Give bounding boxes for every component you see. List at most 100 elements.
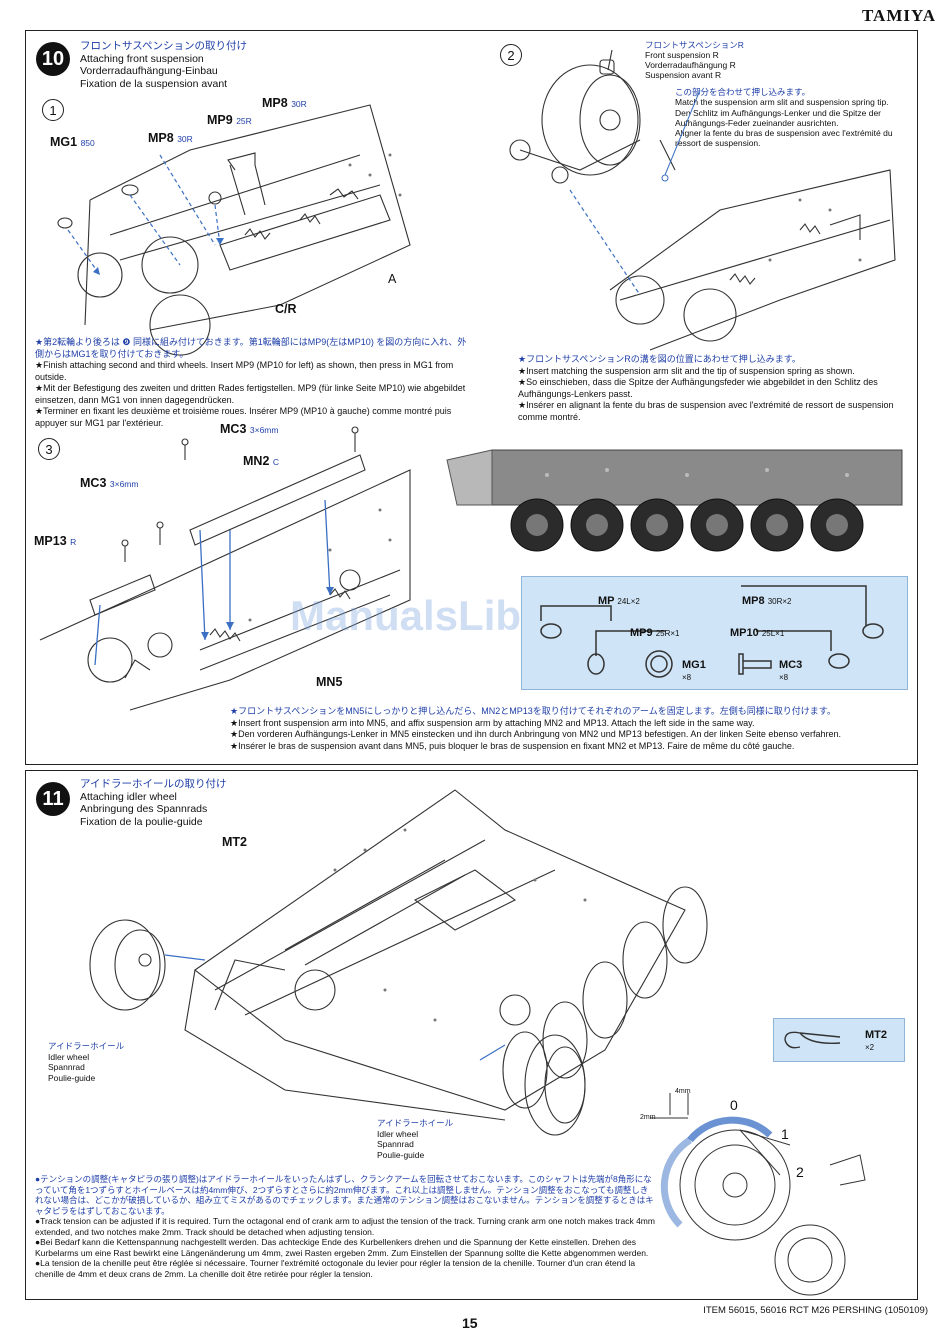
- idler-right-en: Idler wheel: [377, 1128, 419, 1139]
- sub3-note-fr: ★Insérer le bras de suspension avant dan…: [230, 740, 795, 751]
- label-mt2: MT2: [222, 835, 247, 849]
- label-mn2-text: MN2: [243, 454, 270, 468]
- label-mc3-b-text: MC3: [80, 476, 107, 490]
- part-mp8-name: MP8: [742, 595, 765, 607]
- step-11-note: ●テンションの調整(キャタピラの張り調整)はアイドラーホイールをいったんはずし、…: [35, 1174, 655, 1279]
- part-mt2-count: ×2: [865, 1043, 875, 1052]
- label-mc3-a-num: 3×6mm: [249, 425, 279, 435]
- chassis-photo: [446, 449, 903, 552]
- part-mc3: MC3×8: [779, 659, 811, 683]
- watermark: ManualsLib: [290, 592, 522, 639]
- label-mp8-a-num: 30R: [177, 134, 193, 144]
- tension-4mm-label: 4mm: [675, 1088, 691, 1095]
- part-mg1-spec: ×8: [682, 673, 692, 682]
- part-mp10: MP10 25L×1: [730, 627, 784, 639]
- label-mc3-a: MC3 3×6mm: [220, 422, 278, 436]
- sub-step-2-note: ★フロントサスペンションRの溝を図の位置にあわせて押し込みます。 ★Insert…: [518, 354, 913, 423]
- suspension-drawing-sub2: [509, 49, 896, 351]
- sub1-note-fr: ★Terminer en fixant les deuxième et troi…: [35, 406, 452, 428]
- idler-wheel-label-right: アイドラーホイール Idler wheel Spannrad Poulie-gu…: [377, 1118, 453, 1160]
- sub2-note-fr: ★Insérer en alignant la fente du bras de…: [518, 400, 894, 422]
- step11-note-jp: ●テンションの調整(キャタピラの張り調整)はアイドラーホイールをいったんはずし、…: [35, 1174, 654, 1216]
- step-10-panel: [25, 30, 918, 765]
- hull-drawing-sub3: [39, 426, 411, 711]
- part-mp24-name: MP: [598, 595, 615, 607]
- callout-jp: この部分を合わせて押し込みます。: [675, 87, 811, 97]
- label-mp13-text: MP13: [34, 534, 67, 548]
- sub3-note-en: ★Insert front suspension arm into MN5, a…: [230, 717, 755, 728]
- label-mc3-a-text: MC3: [220, 422, 247, 436]
- sub-step-3-marker: 3: [38, 438, 60, 460]
- step-10-title-jp: フロントサスペンションの取り付け: [80, 40, 248, 52]
- tension-diagram: [650, 1093, 866, 1296]
- tension-pos-1: 1: [781, 1126, 789, 1142]
- label-mp8-a: MP8 30R: [148, 131, 193, 145]
- tension-pos-2: 2: [796, 1164, 804, 1180]
- front-suspension-r-label: フロントサスペンションR Front suspension R Vorderra…: [645, 40, 744, 80]
- step-10-title-de: Vorderradaufhängung-Einbau: [80, 65, 218, 77]
- label-mg1-text: MG1: [50, 135, 78, 149]
- sub-step-1-note: ★第2転輪より後ろは ❾ 同様に組み付けておきます。第1転輪部にはMP9(左はM…: [35, 337, 475, 429]
- brand-logo: TAMIYA: [861, 6, 936, 25]
- label-mn5: MN5: [316, 675, 343, 689]
- sub3-note-jp: ★フロントサスペンションをMN5にしっかりと押し込んだら、MN2とMP13を取り…: [230, 706, 836, 716]
- label-mc3-b: MC3 3×6mm: [80, 476, 138, 490]
- label-mp13: MP13 R: [34, 534, 76, 548]
- step-10-number: 10: [36, 42, 70, 76]
- step-11-title-fr: Fixation de la poulie-guide: [80, 815, 203, 828]
- step-11-number: 11: [36, 782, 70, 816]
- label-mp8-b-num: 30R: [291, 99, 307, 109]
- step11-note-fr: ●La tension de la chenille peut être rég…: [35, 1258, 636, 1279]
- callout-en: Match the suspension arm slit and suspen…: [675, 97, 889, 108]
- sub1-note-jp: ★第2転輪より後ろは ❾ 同様に組み付けておきます。第1転輪部にはMP9(左はM…: [35, 337, 467, 359]
- sub2-note-de: ★So einschieben, dass die Spitze der Auf…: [518, 377, 878, 399]
- part-mg1: MG1×8: [682, 659, 712, 683]
- idler-right-jp: アイドラーホイール: [377, 1118, 454, 1128]
- part-mp24-spec: 24L×2: [617, 597, 640, 606]
- step11-note-de: ●Bei Bedarf kann die Kettenspannung nach…: [35, 1237, 649, 1258]
- idler-right-de: Spannrad: [377, 1139, 414, 1149]
- step-11-title-en: Attaching idler wheel: [80, 790, 177, 803]
- idler-right-fr: Poulie-guide: [377, 1149, 425, 1160]
- sub2-note-en: ★Insert matching the suspension arm slit…: [518, 365, 855, 376]
- sub-step-3-note: ★フロントサスペンションをMN5にしっかりと押し込んだら、MN2とMP13を取り…: [230, 706, 905, 752]
- hull-drawing-step11: [89, 789, 708, 1136]
- step-10-title-en: Attaching front suspension: [80, 52, 204, 65]
- part-mp24: MP 24L×2: [598, 595, 640, 607]
- sub1-note-de: ★Mit der Befestigung des zweiten und dri…: [35, 383, 466, 405]
- part-mp9-spec: 25R×1: [655, 629, 680, 638]
- part-mp8-spec: 30R×2: [767, 597, 792, 606]
- sub-step-2-marker: 2: [500, 44, 522, 66]
- sub-step-1-marker: 1: [42, 99, 64, 121]
- part-mg1-name: MG1: [682, 659, 706, 671]
- label-mp8-a-text: MP8: [148, 131, 174, 145]
- item-code: ITEM 56015, 56016 RCT M26 PERSHING (1050…: [703, 1305, 928, 1316]
- label-mg1: MG1 850: [50, 135, 95, 149]
- label-mc3-b-num: 3×6mm: [109, 479, 139, 489]
- sub1-note-en: ★Finish attaching second and third wheel…: [35, 360, 454, 382]
- fsr-label-fr: Suspension avant R: [645, 70, 722, 80]
- parts-box-step10: [521, 576, 908, 690]
- idler-left-jp: アイドラーホイール: [48, 1041, 125, 1051]
- idler-left-de: Spannrad: [48, 1062, 85, 1072]
- part-mt2-name: MT2: [865, 1029, 887, 1041]
- sub-step-2-callout: この部分を合わせて押し込みます。 Match the suspension ar…: [675, 87, 910, 149]
- part-mp10-spec: 25L×1: [761, 629, 785, 638]
- tension-pos-0: 0: [730, 1097, 738, 1113]
- part-mp10-name: MP10: [730, 627, 759, 639]
- part-mp9: MP9 25R×1: [630, 627, 679, 639]
- parts-box-mt2: [773, 1018, 905, 1062]
- label-cr: C/R: [275, 302, 297, 316]
- step-11-title: アイドラーホイールの取り付け Attaching idler wheel Anb…: [80, 778, 226, 828]
- step-10-title: フロントサスペンションの取り付け Attaching front suspens…: [80, 40, 247, 90]
- part-mt2: MT2 ×2: [865, 1029, 887, 1053]
- callout-de: Den Schlitz im Aufhängungs-Lenker und di…: [675, 107, 882, 128]
- idler-left-en: Idler wheel: [48, 1051, 90, 1062]
- part-mc3-spec: ×8: [779, 673, 789, 682]
- label-mn2: MN2 C: [243, 454, 279, 468]
- hull-drawing-sub1: [57, 104, 411, 356]
- label-mp8-b: MP8 30R: [262, 96, 307, 110]
- part-mp9-name: MP9: [630, 627, 653, 639]
- fsr-label-jp: フロントサスペンションR: [645, 40, 744, 50]
- step-11-panel: [25, 770, 918, 1300]
